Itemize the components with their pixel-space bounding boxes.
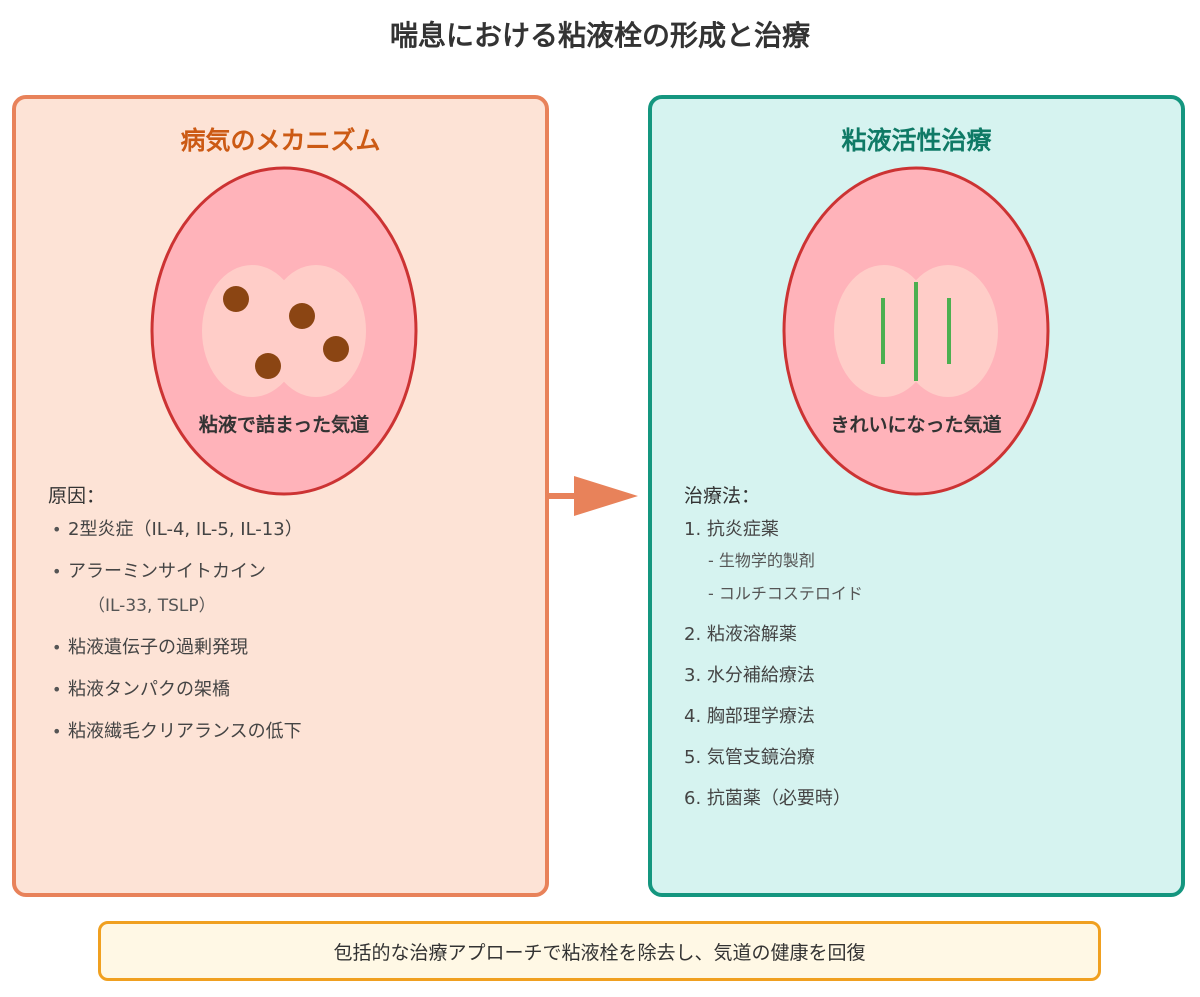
treatment-heading: 粘液活性治療 bbox=[841, 126, 992, 155]
list-item: 6. 抗菌薬（必要時） bbox=[684, 788, 851, 809]
airway-lumen-right bbox=[266, 265, 366, 397]
causes-list: • 2型炎症（IL-4, IL-5, IL-13） • アラーミンサイトカイン … bbox=[52, 519, 303, 763]
cause-subtext: （IL-33, TSLP） bbox=[88, 596, 216, 616]
summary-text: 包括的な治療アプローチで粘液栓を除去し、気道の健康を回復 bbox=[333, 941, 866, 964]
bullet-icon: • bbox=[52, 638, 62, 657]
list-item: • 粘液繊毛クリアランスの低下 bbox=[52, 721, 303, 743]
treatment-sublist: - 生物学的製剤 - コルチコステロイド bbox=[684, 550, 863, 605]
bullet-icon: • bbox=[52, 520, 62, 539]
list-item: • アラーミンサイトカイン （IL-33, TSLP） bbox=[52, 561, 303, 617]
arrow-right-icon bbox=[548, 476, 638, 516]
summary-box: 包括的な治療アプローチで粘液栓を除去し、気道の健康を回復 bbox=[98, 921, 1101, 981]
cause-text: 粘液遺伝子の過剰発現 bbox=[68, 637, 248, 658]
list-item: 5. 気管支鏡治療 bbox=[684, 747, 815, 768]
list-item: • 2型炎症（IL-4, IL-5, IL-13） bbox=[52, 519, 303, 541]
cause-text: アラーミンサイトカイン bbox=[68, 561, 266, 582]
cause-text: 2型炎症（IL-4, IL-5, IL-13） bbox=[68, 519, 303, 540]
treatment-text: 1. 抗炎症薬 bbox=[684, 519, 779, 540]
list-item: 2. 粘液溶解薬 bbox=[684, 624, 797, 645]
page-title: 喘息における粘液栓の形成と治療 bbox=[389, 19, 810, 52]
list-item: 4. 胸部理学療法 bbox=[684, 706, 815, 727]
bullet-icon: • bbox=[52, 722, 62, 741]
treatments-list: 1. 抗炎症薬 - 生物学的製剤 - コルチコステロイド 2. 粘液溶解薬 3.… bbox=[684, 519, 863, 829]
cause-text: 粘液繊毛クリアランスの低下 bbox=[68, 721, 302, 742]
list-item: 3. 水分補給療法 bbox=[684, 665, 815, 686]
treatment-subitem: - コルチコステロイド bbox=[708, 584, 863, 603]
treatment-panel: 粘液活性治療 きれいになった気道 治療法： 1. 抗炎症薬 - 生物学的製剤 -… bbox=[648, 95, 1185, 897]
causes-title: 原因： bbox=[48, 485, 106, 507]
mucus-plug-icon bbox=[255, 353, 281, 379]
mucus-plug-icon bbox=[323, 336, 349, 362]
treatment-subitem: - 生物学的製剤 bbox=[708, 551, 815, 570]
list-item: 1. 抗炎症薬 - 生物学的製剤 - コルチコステロイド bbox=[684, 519, 863, 605]
treatments-title: 治療法： bbox=[684, 485, 761, 507]
blocked-airway-diagram: 粘液で詰まった気道 bbox=[150, 166, 418, 496]
list-item: • 粘液遺伝子の過剰発現 bbox=[52, 637, 303, 659]
list-item: • 粘液タンパクの架橋 bbox=[52, 679, 303, 701]
clear-airway-diagram: きれいになった気道 bbox=[782, 166, 1050, 496]
mucus-plug-icon bbox=[223, 286, 249, 312]
mucus-plug-icon bbox=[289, 303, 315, 329]
clear-airway-label: きれいになった気道 bbox=[830, 413, 1001, 436]
mechanism-panel: 病気のメカニズム 粘液で詰まった気道 原因： • 2型炎症（IL-4, IL-5… bbox=[12, 95, 549, 897]
blocked-airway-label: 粘液で詰まった気道 bbox=[199, 413, 369, 436]
mechanism-heading: 病気のメカニズム bbox=[180, 126, 381, 155]
bullet-icon: • bbox=[52, 562, 62, 581]
cause-text: 粘液タンパクの架橋 bbox=[68, 679, 230, 700]
bullet-icon: • bbox=[52, 680, 62, 699]
